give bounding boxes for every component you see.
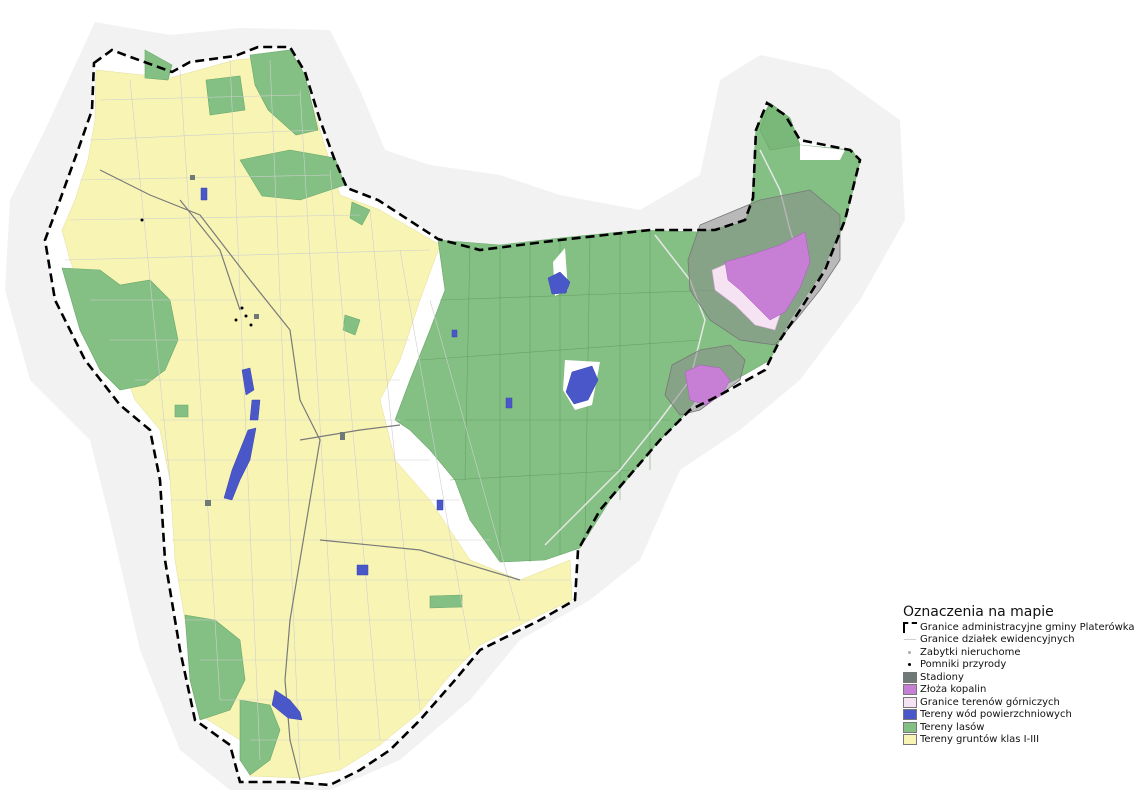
legend-item-parcel-boundaries: Granice działek ewidencyjnych [903, 634, 1135, 647]
grey-dot-icon [903, 647, 917, 658]
fill-swatch-icon [903, 734, 917, 746]
legend-item-stadiums: Stadiony [903, 671, 1135, 684]
map-legend: Oznaczenia na mapie Granice administracy… [903, 604, 1135, 746]
legend-item-soil-classes: Tereny gruntów klas I-III [903, 734, 1135, 747]
dashed-boundary-icon [903, 621, 917, 633]
black-dot-icon [903, 659, 917, 670]
legend-item-municipal-boundary: Granice administracyjne gminy Platerówka [903, 621, 1135, 634]
legend-item-monuments: Zabytki nieruchome [903, 646, 1135, 659]
legend-label: Tereny gruntów klas I-III [920, 734, 1040, 746]
legend-label: Granice działek ewidencyjnych [920, 634, 1075, 646]
legend-item-forests: Tereny lasów [903, 721, 1135, 734]
legend-label: Tereny wód powierzchniowych [920, 709, 1072, 721]
legend-item-nature-monuments: Pomniki przyrody [903, 659, 1135, 672]
fill-swatch-icon [903, 721, 917, 733]
surface-water-areas [200, 187, 599, 721]
fill-swatch-icon [903, 709, 917, 721]
legend-label: Złoża kopalin [920, 684, 987, 696]
legend-item-deposits: Złoża kopalin [903, 684, 1135, 697]
main-roads [99, 169, 521, 781]
legend-label: Granice terenów górniczych [920, 696, 1060, 708]
thin-line-icon [903, 634, 917, 645]
legend-label: Zabytki nieruchome [920, 646, 1021, 658]
legend-label: Stadiony [920, 671, 964, 683]
legend-item-mining-boundaries: Granice terenów górniczych [903, 696, 1135, 709]
fill-swatch-icon [903, 696, 917, 708]
fill-swatch-icon [903, 684, 917, 696]
forest-compartment-lines [405, 230, 721, 562]
legend-item-surface-waters: Tereny wód powierzchniowych [903, 709, 1135, 722]
nature-monument-points [140, 218, 253, 327]
parcel-boundary-lines [64, 59, 570, 771]
fill-swatch-icon [903, 671, 917, 683]
stadium-areas [190, 175, 345, 506]
forest-areas [61, 49, 861, 776]
mineral-deposit-areas [684, 231, 811, 406]
legend-label: Granice administracyjne gminy Platerówka [920, 621, 1135, 633]
legend-label: Tereny lasów [920, 721, 985, 733]
legend-title: Oznaczenia na mapie [903, 604, 1054, 620]
legend-label: Pomniki przyrody [920, 659, 1007, 671]
